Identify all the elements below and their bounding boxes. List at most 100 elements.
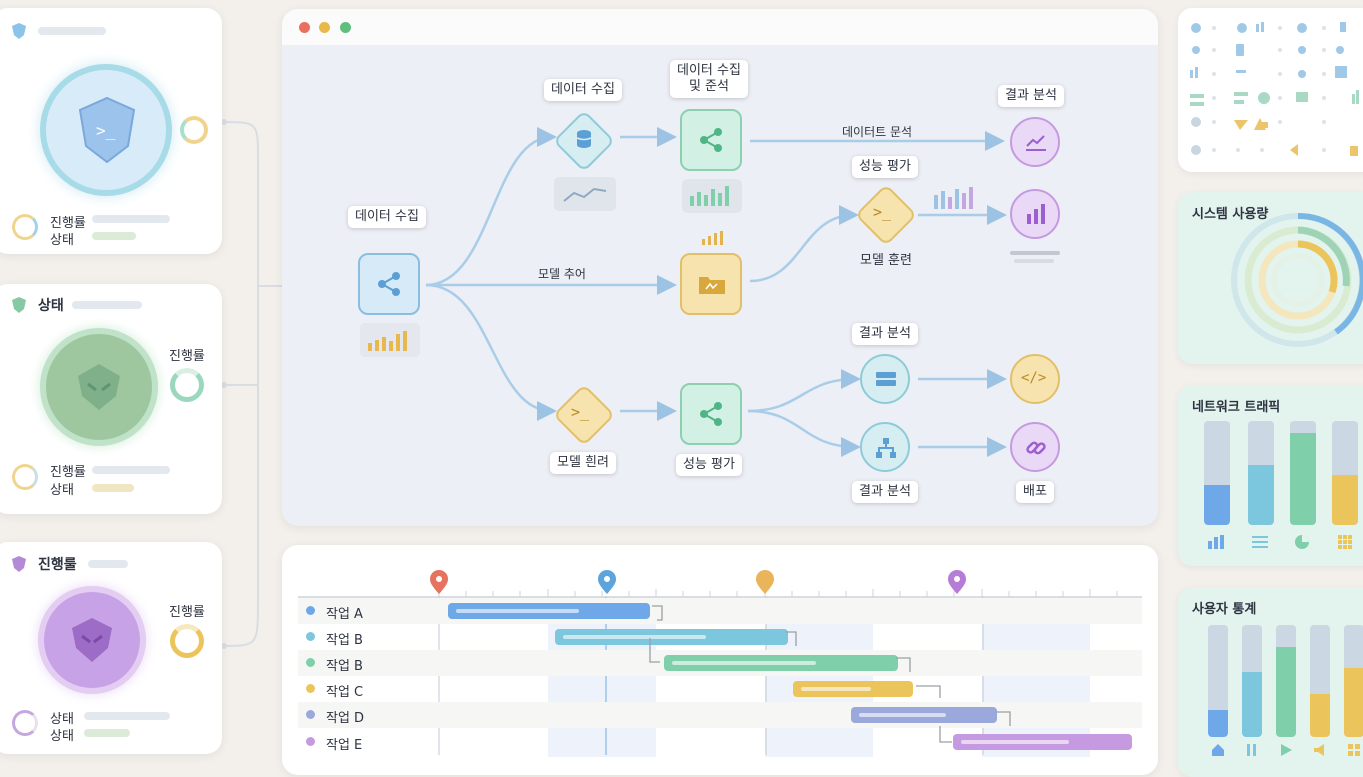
share-node-eval[interactable] bbox=[680, 383, 742, 445]
progress-ring-small bbox=[12, 464, 38, 490]
gantt-row[interactable]: 작업 A bbox=[298, 598, 1142, 624]
gantt-row[interactable]: 작업 B bbox=[298, 624, 1142, 650]
status-card-1[interactable]: >_ 진행률 상태 bbox=[0, 8, 222, 254]
task-bar[interactable] bbox=[793, 681, 913, 697]
play-icon bbox=[1281, 744, 1292, 756]
task-dot bbox=[306, 684, 315, 693]
edge-label-model-add: 모델 추어 bbox=[538, 267, 586, 281]
share-icon bbox=[700, 402, 722, 426]
system-usage-panel[interactable]: 시스템 사용량 bbox=[1178, 192, 1363, 364]
traffic-bar bbox=[1332, 421, 1358, 525]
perf-eval-b-label: 성능 평가 bbox=[852, 156, 918, 178]
share-icon bbox=[378, 272, 400, 296]
task-label: 작업 A bbox=[326, 607, 363, 622]
gantt-row[interactable]: 작업 E bbox=[298, 729, 1142, 755]
task-label: 작업 C bbox=[326, 685, 364, 700]
bar-chart-thumb bbox=[682, 179, 742, 213]
start-node-label: 데이터 수집 bbox=[348, 206, 426, 228]
dependency-arrows bbox=[649, 605, 1011, 743]
hierarchy-node[interactable] bbox=[860, 422, 910, 472]
usage-donut-chart bbox=[1231, 212, 1363, 347]
task-bar[interactable] bbox=[448, 603, 650, 619]
task-bar[interactable] bbox=[664, 655, 898, 671]
status-card-3[interactable]: 진행룰 진행률 상태 상태 bbox=[0, 542, 222, 754]
task-label: 작업 B bbox=[326, 659, 363, 674]
list-icon bbox=[1252, 536, 1268, 548]
minimize-dot-icon[interactable] bbox=[319, 22, 330, 33]
collect-analyze-node-label: 데이터 수집 및 준석 bbox=[670, 60, 748, 98]
card-title: 진행룰 bbox=[38, 557, 77, 573]
grid-icon bbox=[1338, 535, 1352, 549]
model-train-b-label: 모델 훈련 bbox=[860, 253, 912, 268]
result-mid-label: 결과 분석 bbox=[852, 323, 918, 345]
user-stat-bar bbox=[1344, 625, 1363, 737]
server-node[interactable] bbox=[860, 354, 910, 404]
task-dot bbox=[306, 606, 315, 615]
task-dot bbox=[306, 710, 315, 719]
card-title: 상태 bbox=[38, 298, 64, 314]
collect-node-label: 데이터 수집 bbox=[544, 79, 622, 101]
traffic-bar bbox=[1204, 421, 1230, 525]
share-icon bbox=[700, 128, 722, 152]
workflow-edges bbox=[425, 127, 1007, 457]
share-node-start[interactable] bbox=[358, 253, 420, 315]
mini-progress-ring bbox=[180, 116, 208, 144]
shield-logo-icon bbox=[12, 556, 26, 572]
share-node-analyze[interactable] bbox=[680, 109, 742, 171]
progress-label: 진행률 bbox=[50, 465, 86, 480]
mini-progress-ring bbox=[170, 368, 204, 402]
status-label: 상태 bbox=[50, 712, 74, 727]
user-stats-panel[interactable]: 사용자 통계 bbox=[1178, 587, 1363, 777]
task-label: 작업 E bbox=[326, 738, 363, 753]
task-bar[interactable] bbox=[851, 707, 997, 723]
maximize-dot-icon[interactable] bbox=[340, 22, 351, 33]
terminal-icon: >_ bbox=[873, 203, 892, 221]
deploy-label: 배포 bbox=[1016, 481, 1054, 503]
status-label: 상태 bbox=[50, 233, 74, 248]
colored-bars-icon bbox=[934, 187, 973, 209]
task-dot bbox=[306, 658, 315, 667]
mini-bar-icon bbox=[702, 231, 723, 245]
side-progress-label: 진행률 bbox=[169, 605, 205, 620]
hierarchy-icon bbox=[876, 438, 896, 458]
task-dot bbox=[306, 737, 315, 746]
trend-node[interactable] bbox=[1010, 117, 1060, 167]
status-label: 상태 bbox=[50, 729, 74, 744]
task-bar[interactable] bbox=[953, 734, 1132, 750]
task-bar[interactable] bbox=[555, 629, 788, 645]
progress-label: 진행률 bbox=[50, 216, 86, 231]
line-chart-thumb bbox=[554, 177, 616, 211]
traffic-bar bbox=[1290, 421, 1316, 525]
mini-progress-ring bbox=[170, 624, 204, 658]
network-traffic-panel[interactable]: 네트워크 트래픽 bbox=[1178, 385, 1363, 566]
task-label: 작업 D bbox=[326, 711, 365, 726]
progress-ring-small bbox=[12, 710, 38, 736]
user-stat-bar bbox=[1276, 625, 1296, 737]
gantt-row[interactable]: 작업 B bbox=[298, 650, 1142, 676]
grid-icon bbox=[1348, 744, 1360, 756]
gantt-row[interactable]: 작업 C bbox=[298, 676, 1142, 702]
workflow-window[interactable]: 데이터 수집 데이터 수집 데이터 수집 및 준석 데이터트 문석 모델 추어 … bbox=[282, 9, 1158, 526]
gantt-row[interactable]: 작업 D bbox=[298, 702, 1142, 728]
code-node[interactable]: </> bbox=[1010, 354, 1060, 404]
folder-icon bbox=[699, 277, 725, 294]
svg-text:>_: >_ bbox=[96, 121, 116, 140]
fox-mask-icon bbox=[78, 364, 120, 410]
bar-chart-node[interactable] bbox=[1010, 189, 1060, 239]
link-icon bbox=[1026, 441, 1046, 455]
link-node[interactable] bbox=[1010, 422, 1060, 472]
task-label: 작업 B bbox=[326, 633, 363, 648]
folder-node[interactable] bbox=[680, 253, 742, 315]
status-card-2[interactable]: 상태 진행률 진행률 상태 bbox=[0, 284, 222, 514]
close-dot-icon[interactable] bbox=[299, 22, 310, 33]
volume-icon bbox=[1314, 744, 1324, 756]
system-usage-title: 시스템 사용량 bbox=[1192, 207, 1269, 222]
window-titlebar bbox=[282, 9, 1158, 45]
pie-icon bbox=[1295, 535, 1309, 549]
cat-mask-icon bbox=[72, 618, 112, 662]
left-connector-lines bbox=[221, 119, 282, 649]
user-stat-bar bbox=[1310, 625, 1330, 737]
status-label: 상태 bbox=[50, 483, 74, 498]
trend-chart-icon bbox=[1026, 135, 1046, 151]
milestone-pins bbox=[430, 570, 966, 594]
